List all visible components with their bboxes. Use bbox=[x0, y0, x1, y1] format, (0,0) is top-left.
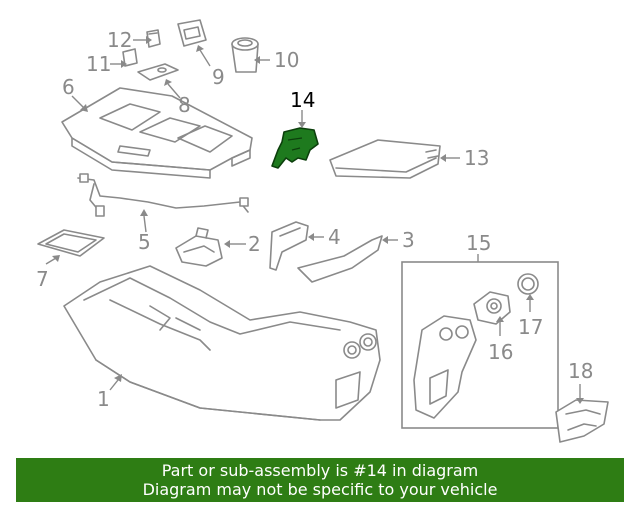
callout-14: 14 bbox=[290, 88, 315, 112]
callout-9: 9 bbox=[212, 65, 225, 89]
callout-2: 2 bbox=[248, 232, 261, 256]
part-17-ring bbox=[517, 273, 539, 295]
part-13-armrest-lid bbox=[329, 139, 441, 179]
leader-lines bbox=[45, 36, 584, 404]
callout-10: 10 bbox=[274, 48, 299, 72]
callout-3: 3 bbox=[402, 228, 415, 252]
info-banner: Part or sub-assembly is #14 in diagram D… bbox=[16, 458, 624, 502]
part-1-console-body bbox=[63, 265, 381, 421]
callout-1: 1 bbox=[97, 387, 110, 411]
part-10-cup bbox=[231, 37, 259, 73]
callout-11: 11 bbox=[86, 52, 111, 76]
callout-4: 4 bbox=[328, 225, 341, 249]
part-16-vent bbox=[473, 291, 511, 325]
callout-5: 5 bbox=[138, 230, 151, 254]
part-2-bracket bbox=[175, 227, 223, 267]
banner-line-1: Part or sub-assembly is #14 in diagram bbox=[161, 461, 479, 480]
part-6-console-trim bbox=[61, 87, 253, 179]
part-7-mat bbox=[37, 229, 105, 257]
part-11-clip bbox=[122, 48, 138, 67]
callout-6: 6 bbox=[62, 75, 75, 99]
callout-8: 8 bbox=[178, 93, 191, 117]
callout-15: 15 bbox=[466, 231, 491, 255]
part-8-pad bbox=[137, 63, 179, 81]
callout-12: 12 bbox=[107, 28, 132, 52]
group-box-15 bbox=[401, 261, 559, 429]
parts-diagram: 1 2 3 4 5 6 7 8 9 10 11 12 13 14 15 16 1… bbox=[36, 19, 609, 443]
callout-13: 13 bbox=[464, 146, 489, 170]
callout-7: 7 bbox=[36, 267, 49, 291]
part-14-highlighted bbox=[271, 127, 319, 169]
banner-line-2: Diagram may not be specific to your vehi… bbox=[142, 480, 498, 499]
part-18-bracket bbox=[555, 399, 609, 443]
part-15-vent-assembly bbox=[413, 315, 477, 419]
part-4-bracket bbox=[269, 221, 309, 271]
part-5-wire-harness bbox=[77, 173, 249, 217]
part-9-bracket bbox=[177, 19, 207, 47]
part-3-strip bbox=[297, 235, 383, 283]
callout-18: 18 bbox=[568, 359, 593, 383]
callout-16: 16 bbox=[488, 340, 513, 364]
callout-17: 17 bbox=[518, 315, 543, 339]
